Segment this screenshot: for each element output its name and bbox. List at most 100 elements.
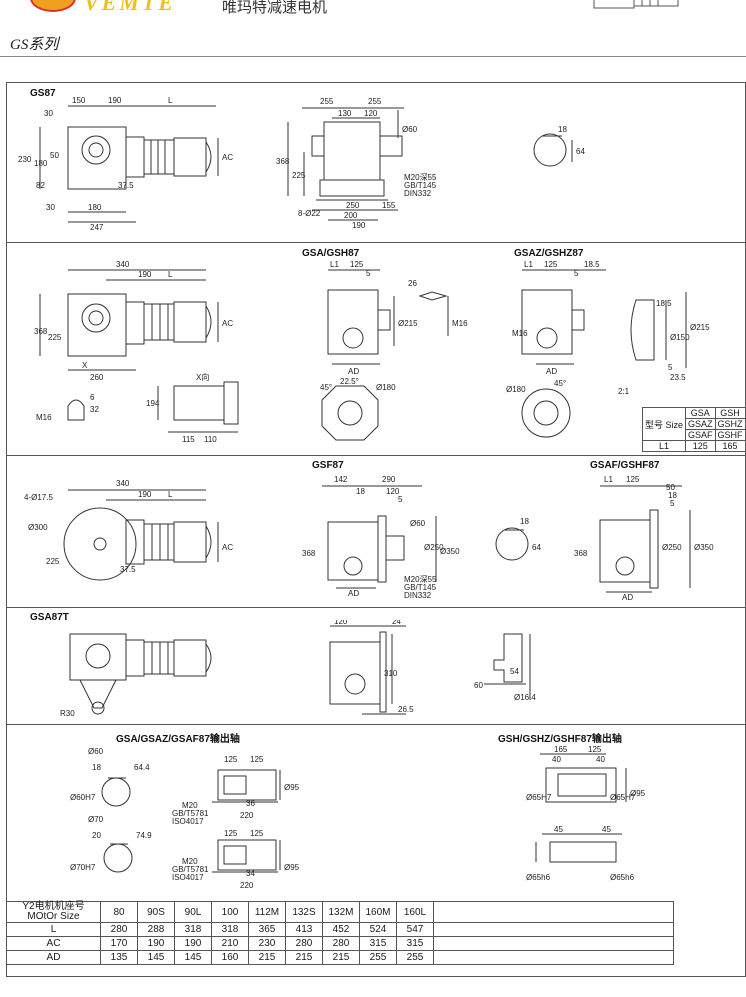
svg-text:AD: AD xyxy=(348,589,359,598)
svg-text:Ø215: Ø215 xyxy=(690,323,710,332)
svg-text:125: 125 xyxy=(250,755,264,764)
svg-text:M20: M20 xyxy=(182,857,198,866)
svg-text:AD: AD xyxy=(546,367,557,376)
svg-text:26.5: 26.5 xyxy=(398,705,414,714)
svg-text:50: 50 xyxy=(666,483,675,492)
section-divider xyxy=(6,242,746,243)
svg-text:120: 120 xyxy=(386,487,400,496)
motor-size: 100 xyxy=(211,901,249,923)
svg-text:ISO4017: ISO4017 xyxy=(172,817,204,826)
svg-text:340: 340 xyxy=(116,479,130,488)
size-col: GSHZ xyxy=(714,418,746,430)
svg-text:Ø65h6: Ø65h6 xyxy=(526,873,551,882)
section-label-gsf87: GSF87 xyxy=(312,460,344,471)
company-name: 唯玛特减速电机 xyxy=(222,0,328,14)
svg-text:150: 150 xyxy=(72,96,86,105)
svg-text:L: L xyxy=(168,490,173,499)
table-cell: 215 xyxy=(322,950,360,965)
svg-text:190: 190 xyxy=(352,221,366,230)
motor-table-header: Y2电机机座号 MOtOr Size xyxy=(6,901,101,923)
table-cell: 452 xyxy=(322,922,360,937)
svg-text:30: 30 xyxy=(44,109,53,118)
svg-text:Ø70: Ø70 xyxy=(88,815,104,824)
svg-text:M16: M16 xyxy=(452,319,468,328)
svg-text:220: 220 xyxy=(240,811,254,820)
svg-text:Ø95: Ø95 xyxy=(284,783,300,792)
svg-text:5: 5 xyxy=(366,269,371,278)
section-label-gsa-gsh87: GSA/GSH87 xyxy=(302,248,360,259)
svg-text:45: 45 xyxy=(602,825,611,834)
svg-text:165: 165 xyxy=(554,745,568,754)
svg-text:18.5: 18.5 xyxy=(584,260,600,269)
svg-text:Ø180: Ø180 xyxy=(376,383,396,392)
table-cell: 255 xyxy=(359,950,397,965)
svg-text:247: 247 xyxy=(90,223,104,232)
svg-text:125: 125 xyxy=(224,755,238,764)
svg-text:310: 310 xyxy=(384,669,398,678)
svg-text:20: 20 xyxy=(92,831,101,840)
svg-text:255: 255 xyxy=(320,97,334,106)
table-cell: 547 xyxy=(396,922,434,937)
table-cell: 315 xyxy=(359,936,397,951)
motor-table-header-cn: Y2电机机座号 xyxy=(22,901,85,912)
svg-text:L1: L1 xyxy=(524,260,533,269)
table-cell: 524 xyxy=(359,922,397,937)
svg-text:18: 18 xyxy=(520,517,529,526)
section-label-gs87: GS87 xyxy=(30,88,56,99)
section-label-gsa-shaft: GSA/GSAZ/GSAF87输出轴 xyxy=(116,734,240,745)
svg-text:AC: AC xyxy=(222,319,233,328)
svg-text:220: 220 xyxy=(240,881,254,890)
svg-text:6: 6 xyxy=(90,393,95,402)
svg-text:AD: AD xyxy=(348,367,359,376)
svg-text:M16: M16 xyxy=(36,413,52,422)
series-title: GS系列 xyxy=(10,37,59,53)
svg-text:190: 190 xyxy=(108,96,122,105)
section-label-gsh-shaft: GSH/GSHZ/GSHF87输出轴 xyxy=(498,734,622,745)
svg-text:50: 50 xyxy=(50,151,59,160)
svg-text:340: 340 xyxy=(116,260,130,269)
svg-text:5: 5 xyxy=(574,269,579,278)
svg-text:180: 180 xyxy=(88,203,102,212)
svg-text:120: 120 xyxy=(364,109,378,118)
svg-text:AC: AC xyxy=(222,153,233,162)
table-cell: 318 xyxy=(211,922,249,937)
svg-text:Ø250: Ø250 xyxy=(424,543,444,552)
svg-text:40: 40 xyxy=(552,755,561,764)
size-table-head: 型号 Size xyxy=(641,407,687,441)
l1-size-table: 型号 Size GSA GSH GSAZ GSHZ GSAF GSHF L1 1… xyxy=(641,407,746,452)
svg-text:45°: 45° xyxy=(554,379,566,388)
table-cell: 230 xyxy=(248,936,286,951)
size-row-label: L1 xyxy=(641,440,687,452)
svg-text:37.5: 37.5 xyxy=(120,565,136,574)
svg-text:60: 60 xyxy=(474,681,483,690)
svg-text:X向: X向 xyxy=(196,372,209,382)
svg-text:Ø70H7: Ø70H7 xyxy=(70,863,96,872)
table-cell: 215 xyxy=(285,950,323,965)
table-spacer xyxy=(433,936,674,951)
motor-size: 90L xyxy=(174,901,212,923)
motor-table-header-en: MOtOr Size xyxy=(27,911,80,922)
table-cell: 365 xyxy=(248,922,286,937)
svg-text:125: 125 xyxy=(544,260,558,269)
svg-text:74.9: 74.9 xyxy=(136,831,152,840)
svg-text:Ø60H7: Ø60H7 xyxy=(70,793,96,802)
table-cell: 413 xyxy=(285,922,323,937)
svg-text:190: 190 xyxy=(138,270,152,279)
svg-text:L: L xyxy=(168,270,173,279)
svg-text:Ø350: Ø350 xyxy=(694,543,714,552)
svg-text:Ø65H7: Ø65H7 xyxy=(526,793,552,802)
svg-text:2:1: 2:1 xyxy=(618,387,630,396)
table-cell: 190 xyxy=(137,936,175,951)
svg-text:230: 230 xyxy=(18,155,32,164)
svg-text:5: 5 xyxy=(670,499,675,508)
section-label-gsaz-gshz87: GSAZ/GSHZ87 xyxy=(514,248,584,259)
svg-text:Ø95: Ø95 xyxy=(284,863,300,872)
row-label-ad: AD xyxy=(6,950,101,965)
svg-text:225: 225 xyxy=(46,557,60,566)
svg-text:115: 115 xyxy=(182,435,195,444)
svg-text:32: 32 xyxy=(90,405,99,414)
svg-text:34: 34 xyxy=(246,869,255,878)
svg-text:368: 368 xyxy=(574,549,588,558)
